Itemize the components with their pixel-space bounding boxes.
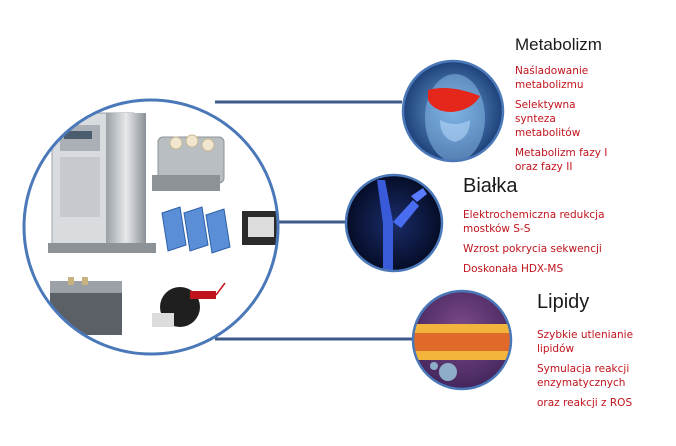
list-item: Symulacja reakcji enzymatycznych bbox=[537, 363, 630, 389]
lc-ms-system-icon bbox=[48, 112, 156, 253]
liver-anatomy-icon bbox=[401, 59, 505, 163]
section-list-metabolizm: Naśladowanie metabolizmu Selektywna synt… bbox=[515, 64, 615, 180]
list-item: Selektywna synteza metabolitów bbox=[515, 99, 581, 139]
section-title-bialka: Białka bbox=[463, 175, 518, 197]
electrochemical-cell-icon bbox=[152, 134, 225, 191]
chip-icon bbox=[161, 206, 231, 254]
section-title-metabolizm: Metabolizm bbox=[515, 35, 602, 54]
list-item: Elektrochemiczna redukcja mostków S-S bbox=[463, 209, 605, 235]
list-item: Szybkie utlenianie lipidów bbox=[537, 329, 634, 355]
list-item: Doskonała HDX-MS bbox=[463, 263, 564, 275]
list-item: Naśladowanie metabolizmu bbox=[515, 65, 589, 91]
list-item: Metabolizm fazy I oraz fazy II bbox=[515, 147, 608, 173]
list-item: oraz reakcji z ROS bbox=[537, 397, 633, 409]
list-item: Wzrost pokrycia sekwencji bbox=[463, 243, 602, 255]
instruments-circle bbox=[22, 98, 280, 356]
section-title-lipidy: Lipidy bbox=[537, 291, 590, 313]
lipid-bilayer-icon bbox=[411, 289, 513, 391]
protein-antibody-icon bbox=[344, 173, 444, 273]
section-list-bialka: Elektrochemiczna redukcja mostków S-S Wz… bbox=[463, 208, 623, 282]
sample-holder-icon bbox=[242, 211, 278, 245]
section-list-lipidy: Szybkie utlenianie lipidów Symulacja rea… bbox=[537, 328, 649, 416]
spray-source-icon bbox=[152, 282, 226, 327]
flow-cell-icon bbox=[50, 277, 122, 335]
